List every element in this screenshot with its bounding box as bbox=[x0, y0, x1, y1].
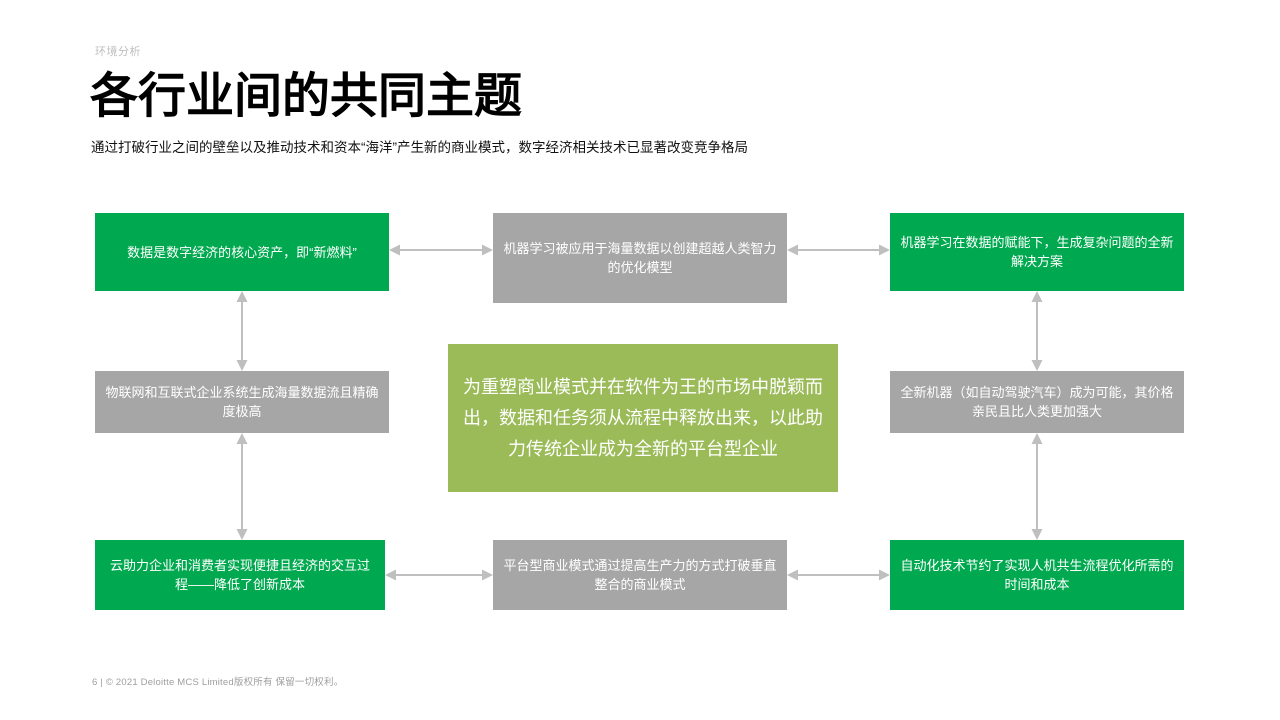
connector-arrow-vertical bbox=[235, 291, 249, 371]
node-label: 机器学习在数据的赋能下，生成复杂问题的全新解决方案 bbox=[900, 235, 1174, 269]
node-label: 平台型商业模式通过提高生产力的方式打破垂直整合的商业模式 bbox=[503, 558, 777, 592]
diagram-node-data-core-asset[interactable]: 数据是数字经济的核心资产，即“新燃料” bbox=[95, 213, 389, 291]
page-title: 各行业间的共同主题 bbox=[90, 70, 523, 123]
connector-arrow-horizontal bbox=[787, 243, 890, 257]
diagram-node-new-machines[interactable]: 全新机器（如自动驾驶汽车）成为可能，其价格亲民且比人类更加强大 bbox=[890, 371, 1184, 433]
diagram-node-automation-savings[interactable]: 自动化技术节约了实现人机共生流程优化所需的时间和成本 bbox=[890, 540, 1184, 610]
diagram-node-central-message[interactable]: 为重塑商业模式并在软件为王的市场中脱颖而出，数据和任务须从流程中释放出来，以此助… bbox=[448, 344, 838, 492]
node-label: 数据是数字经济的核心资产，即“新燃料” bbox=[127, 244, 357, 260]
diagram-node-ml-new-solutions[interactable]: 机器学习在数据的赋能下，生成复杂问题的全新解决方案 bbox=[890, 213, 1184, 291]
connector-arrow-vertical bbox=[235, 433, 249, 540]
connector-arrow-horizontal bbox=[787, 568, 890, 582]
connector-arrow-horizontal bbox=[385, 568, 493, 582]
diagram-node-platform-business-model[interactable]: 平台型商业模式通过提高生产力的方式打破垂直整合的商业模式 bbox=[493, 540, 787, 610]
node-label: 云助力企业和消费者实现便捷且经济的交互过程——降低了创新成本 bbox=[109, 558, 370, 592]
slide-footer-copyright: 6 | © 2021 Deloitte MCS Limited版权所有 保留一切… bbox=[92, 677, 344, 688]
slide-eyebrow: 环境分析 bbox=[95, 46, 141, 58]
node-label: 机器学习被应用于海量数据以创建超越人类智力的优化模型 bbox=[503, 241, 777, 275]
diagram-node-machine-learning-models[interactable]: 机器学习被应用于海量数据以创建超越人类智力的优化模型 bbox=[493, 213, 787, 303]
connector-arrow-horizontal bbox=[389, 243, 493, 257]
diagram-node-iot-data-streams[interactable]: 物联网和互联式企业系统生成海量数据流且精确度极高 bbox=[95, 371, 389, 433]
node-label: 物联网和互联式企业系统生成海量数据流且精确度极高 bbox=[105, 385, 379, 419]
connector-arrow-vertical bbox=[1030, 433, 1044, 540]
node-label: 自动化技术节约了实现人机共生流程优化所需的时间和成本 bbox=[900, 558, 1174, 592]
node-label: 为重塑商业模式并在软件为王的市场中脱颖而出，数据和任务须从流程中释放出来，以此助… bbox=[463, 376, 823, 459]
connector-arrow-vertical bbox=[1030, 291, 1044, 371]
node-label: 全新机器（如自动驾驶汽车）成为可能，其价格亲民且比人类更加强大 bbox=[900, 385, 1174, 419]
page-subtitle: 通过打破行业之间的壁垒以及推动技术和资本“海洋”产生新的商业模式，数字经济相关技… bbox=[91, 140, 748, 155]
diagram-node-cloud-interaction[interactable]: 云助力企业和消费者实现便捷且经济的交互过程——降低了创新成本 bbox=[95, 540, 385, 610]
